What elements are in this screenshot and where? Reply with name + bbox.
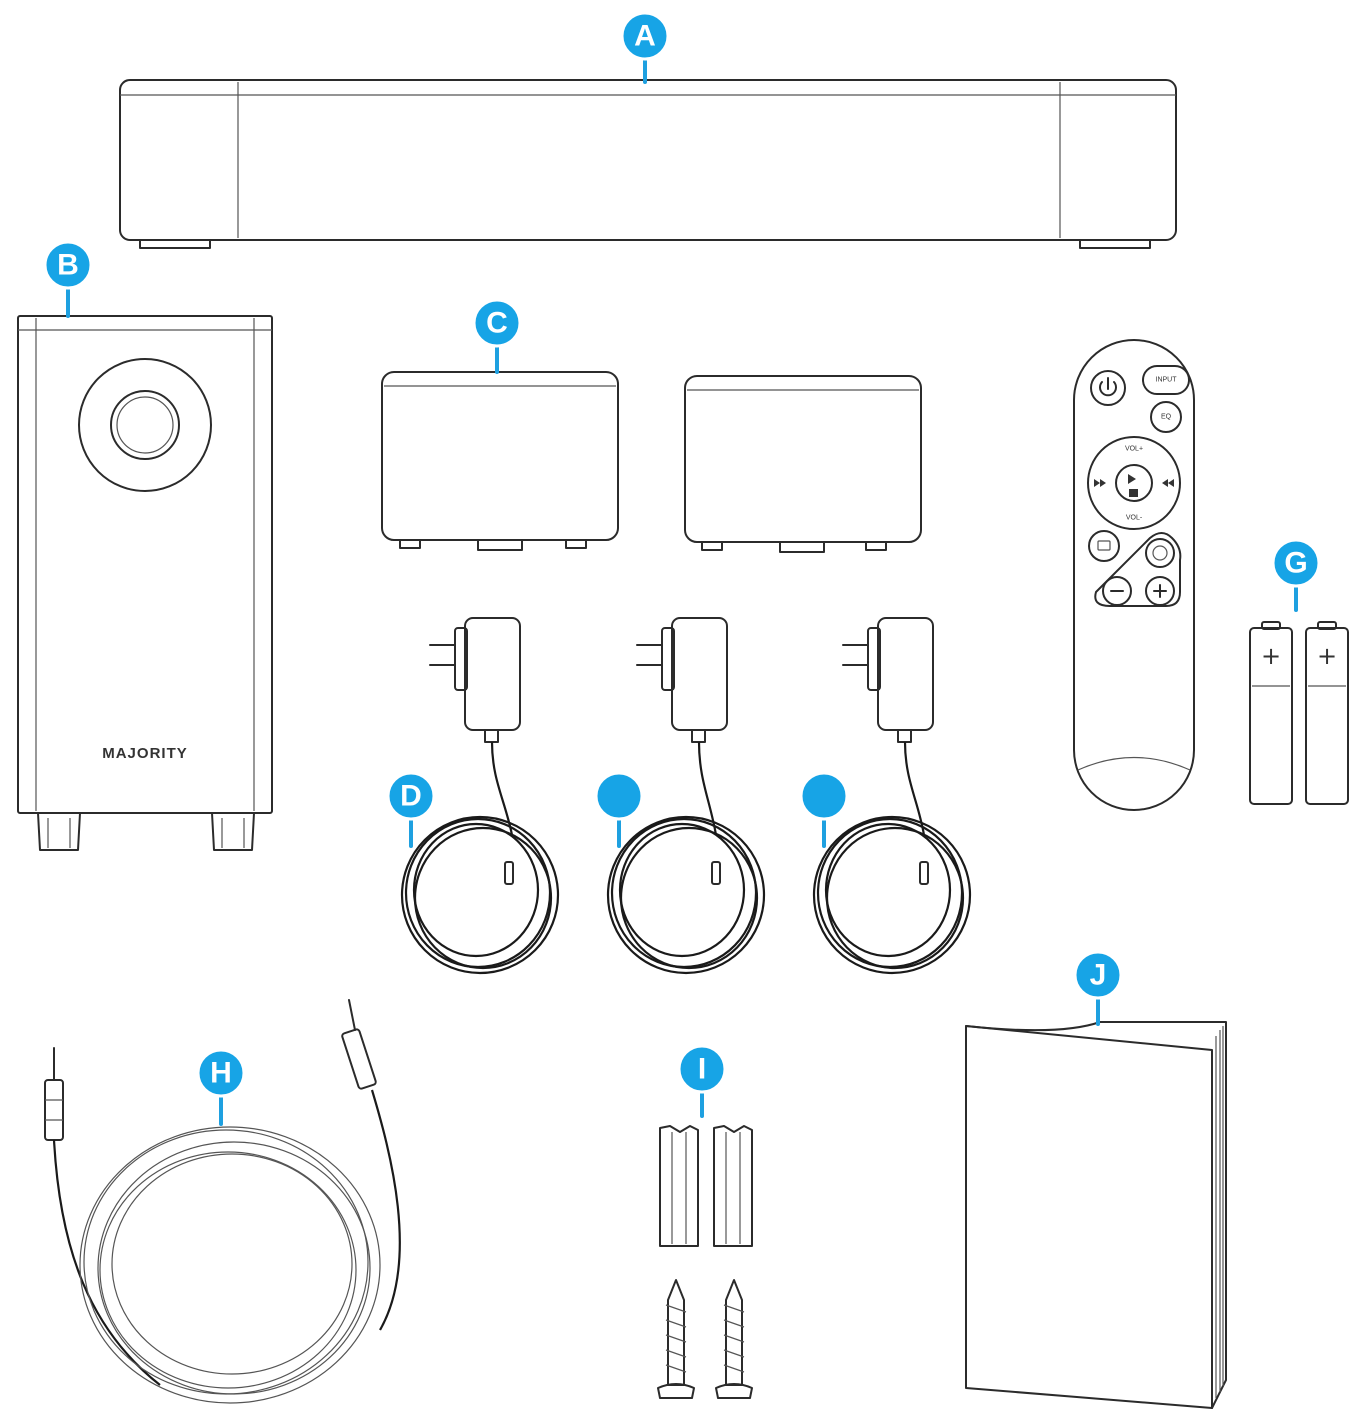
remote-eq-label: EQ: [1161, 414, 1172, 421]
callout-f: [799, 771, 849, 848]
callout-a: A: [620, 11, 670, 84]
previous-icon: [1094, 479, 1106, 487]
battery-1: +: [1249, 621, 1293, 805]
soundbar: [119, 79, 1177, 249]
settings-icon: [1145, 538, 1175, 568]
callout-g-letter: G: [1284, 547, 1307, 580]
subwoofer: MAJORITY: [17, 315, 273, 851]
power-adapter-1: [400, 617, 560, 975]
satellite-speaker-right: [684, 375, 922, 553]
brand-label: MAJORITY: [102, 745, 188, 762]
callout-i-letter: I: [698, 1053, 706, 1086]
remote-input-label: INPUT: [1156, 377, 1178, 384]
power-adapter-2: [606, 617, 766, 975]
callout-j: J: [1073, 950, 1123, 1026]
callout-h: H: [196, 1048, 246, 1126]
stop-icon: [1129, 489, 1138, 497]
remote-vol-up-label: VOL+: [1125, 446, 1143, 453]
power-adapter-3: [812, 617, 972, 975]
callout-i: I: [677, 1044, 727, 1118]
user-manual: [965, 1021, 1227, 1409]
callout-b: B: [43, 240, 93, 318]
plus-icon: [1153, 584, 1167, 598]
callout-c-letter: C: [486, 307, 508, 340]
callout-j-letter: J: [1090, 959, 1107, 992]
next-icon: [1162, 479, 1174, 487]
callout-d: D: [386, 771, 436, 848]
callout-c: C: [472, 298, 522, 374]
callout-e: [594, 771, 644, 848]
power-icon: [1090, 370, 1126, 406]
battery-2: +: [1305, 621, 1349, 805]
remote-vol-down-label: VOL-: [1126, 515, 1143, 522]
callout-b-letter: B: [57, 249, 79, 282]
audio-cable: [44, 999, 401, 1404]
callout-g: G: [1271, 538, 1321, 612]
callout-d-letter: D: [400, 780, 422, 813]
battery-2-plus: +: [1317, 642, 1337, 670]
battery-1-plus: +: [1261, 642, 1281, 670]
satellite-speaker-left: [381, 371, 619, 551]
play-pause-icon: [1128, 474, 1136, 484]
remote-control: INPUT EQ VOL+ VOL-: [1073, 339, 1195, 811]
callout-h-letter: H: [210, 1057, 232, 1090]
wall-anchors-and-screws: [657, 1125, 753, 1399]
callout-a-letter: A: [634, 20, 656, 53]
mode-icon: [1097, 540, 1111, 551]
